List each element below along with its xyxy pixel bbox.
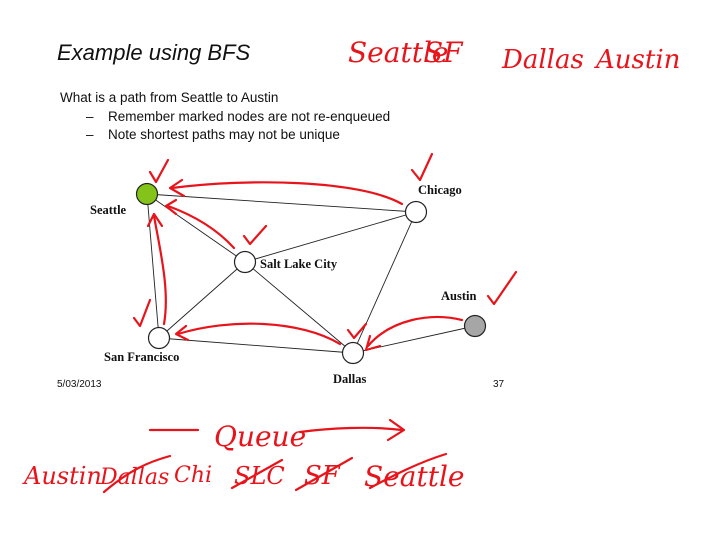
queue-item-slc: SLC [234, 462, 285, 490]
edge-chicago-slc [244, 211, 417, 263]
node-seattle [135, 182, 159, 206]
node-dallas [341, 341, 365, 365]
node-sf [147, 326, 171, 350]
graph-edges [146, 193, 476, 354]
slide-title: Example using BFS [57, 40, 251, 65]
node-austin [463, 314, 487, 338]
edge-sf-dallas [158, 337, 354, 354]
checkmark-icon [410, 152, 434, 182]
checkmark-icon [346, 322, 368, 340]
graph-nodes [135, 182, 487, 365]
strike-dallas [102, 454, 172, 494]
label-chicago: Chicago [418, 183, 462, 197]
edge-seattle-slc [146, 193, 246, 263]
ink-word-sf: SF [424, 36, 464, 69]
queue-label: Queue [214, 420, 306, 453]
ink-word-dallas: Dallas [501, 45, 584, 75]
queue-item-dallas: Dallas [99, 465, 169, 490]
node-chicago [404, 200, 428, 224]
checkmark-icon [242, 224, 268, 246]
edge-slc-sf [158, 261, 246, 339]
checkmark-icon [486, 270, 518, 306]
slide-date: 5/03/2013 [57, 379, 102, 390]
arrowhead-icon [146, 212, 164, 228]
arrowhead-icon [386, 418, 406, 442]
question-text: What is a path from Seattle to Austin [60, 90, 279, 105]
ink-word-austin: Austin [594, 45, 680, 75]
queue-item-seattle: Seattle [364, 460, 464, 493]
label-dallas: Dallas [333, 372, 366, 386]
strike-seattle [368, 452, 448, 490]
queue-item-austin: Austin [22, 462, 102, 490]
edge-slc-dallas [244, 261, 354, 354]
edge-seattle-chicago [146, 193, 417, 213]
checkmark-icon [148, 158, 170, 184]
arrow-dallas-to-sf [176, 322, 342, 346]
ink-annotations [102, 152, 518, 494]
queue-item-chi: Chi [174, 463, 212, 488]
arrowhead-icon [364, 334, 382, 352]
ink-queue: Queue Austin Dallas Chi SLC SF Seattle [22, 420, 464, 493]
bullet-item: Remember marked nodes are not re-enqueue… [86, 108, 390, 126]
label-austin: Austin [441, 289, 476, 303]
bullet-list: Remember marked nodes are not re-enqueue… [86, 108, 390, 144]
arrowhead-icon [174, 324, 190, 342]
strike-sf [294, 456, 354, 492]
strike-slc [230, 458, 284, 490]
queue-arrow-line [298, 426, 404, 434]
arrowhead-icon [168, 178, 186, 198]
edge-seattle-sf [146, 193, 160, 339]
ink-word-seattle: Seattle [348, 36, 448, 69]
slide-page-number: 37 [493, 379, 505, 390]
arrow-slc-to-seattle [166, 204, 236, 250]
label-seattle: Seattle [90, 203, 127, 217]
ink-top-words: Seattle SF Dallas Austin [348, 36, 680, 75]
checkmark-icon [132, 298, 152, 328]
edge-chicago-dallas [352, 211, 417, 354]
arrow-austin-to-dallas [366, 315, 464, 348]
label-slc: Salt Lake City [260, 257, 338, 271]
queue-item-sf: SF [304, 461, 341, 491]
arrowhead-icon [164, 198, 178, 216]
bullet-item: Note shortest paths may not be unique [86, 126, 390, 144]
arrow-chicago-to-seattle [170, 181, 404, 206]
arrow-sf-to-seattle [152, 214, 167, 326]
label-sf: San Francisco [104, 350, 179, 364]
node-slc [233, 250, 257, 274]
